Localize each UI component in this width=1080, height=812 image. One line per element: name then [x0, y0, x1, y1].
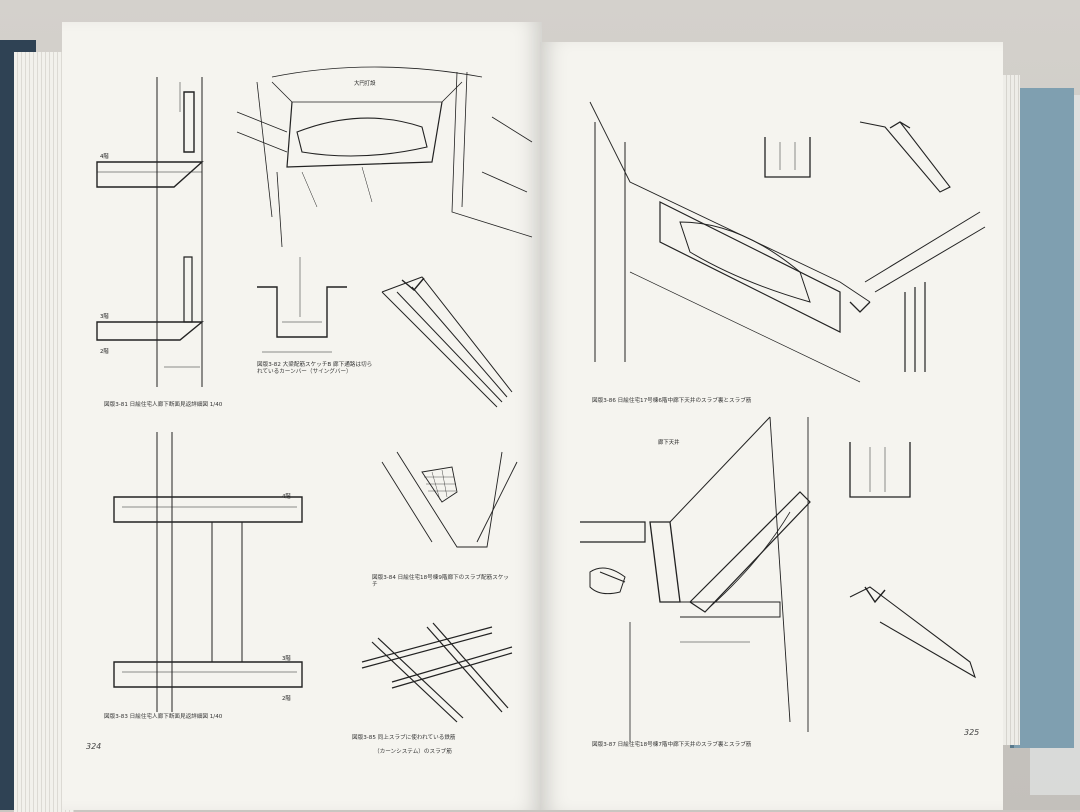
right-page-number: 325 [964, 728, 980, 737]
f85-caption-line1: 図版3-85 同上スラブに使われている鉄筋 [352, 735, 456, 741]
figure-87-perspective [580, 417, 975, 742]
left-page-drawings [62, 22, 542, 810]
f83-floor4-label: 4階 [282, 494, 291, 500]
f81-floor3-label: 3階 [100, 314, 109, 320]
left-page-number: 324 [86, 742, 102, 751]
f84-caption: 図版3-84 日絵住宅18号棟9階廊下のスラブ配筋スケッチ [372, 575, 510, 589]
f81-caption: 図版3-81 日絵住宅人廊下断面見返詳細図 1/40 [104, 402, 223, 408]
figure-83-section [114, 432, 302, 712]
f82-caption: 図版3-82 大梁配筋スケッチB 廊下通路は切られているカーンバー（サイングバー… [257, 362, 373, 376]
f87-caption: 図版3-87 日絵住宅18号棟7階中廊下天井のスラブ裏とスラブ筋 [592, 742, 752, 748]
f87-top-label: 廊下天井 [658, 440, 680, 446]
figure-85-bar-system [362, 623, 512, 722]
figure-84-slab-sketch [382, 452, 517, 547]
f83-caption: 図版3-83 日絵住宅人廊下断面見返詳細図 1/40 [104, 714, 223, 720]
right-page-drawings [540, 42, 1003, 810]
figure-82-beam-sketch [382, 277, 512, 407]
figure-86-perspective [590, 102, 985, 382]
figure-top-sketch [237, 67, 532, 247]
f86-caption: 図版3-86 日絵住宅17号棟6階中廊下天井のスラブ裏とスラブ筋 [592, 398, 752, 404]
f83-floor2-label: 2階 [282, 696, 291, 702]
figure-81-section [97, 77, 202, 387]
right-page: 図版3-86 日絵住宅17号棟6階中廊下天井のスラブ裏とスラブ筋 廊下天井 図版… [540, 42, 1003, 810]
top-sketch-label: 大円打設 [354, 81, 376, 87]
f85-caption-line2: （カーンシステム）のスラブ筋 [374, 749, 452, 755]
f81-floor4-label: 4階 [100, 154, 109, 160]
left-page: 4階 3階 2階 大円打設 図版3-81 日絵住宅人廊下断面見返詳細図 1/40… [62, 22, 542, 810]
f83-floor3-label: 3階 [282, 656, 291, 662]
figure-82-section [257, 257, 347, 352]
f81-floor2-label: 2階 [100, 349, 109, 355]
